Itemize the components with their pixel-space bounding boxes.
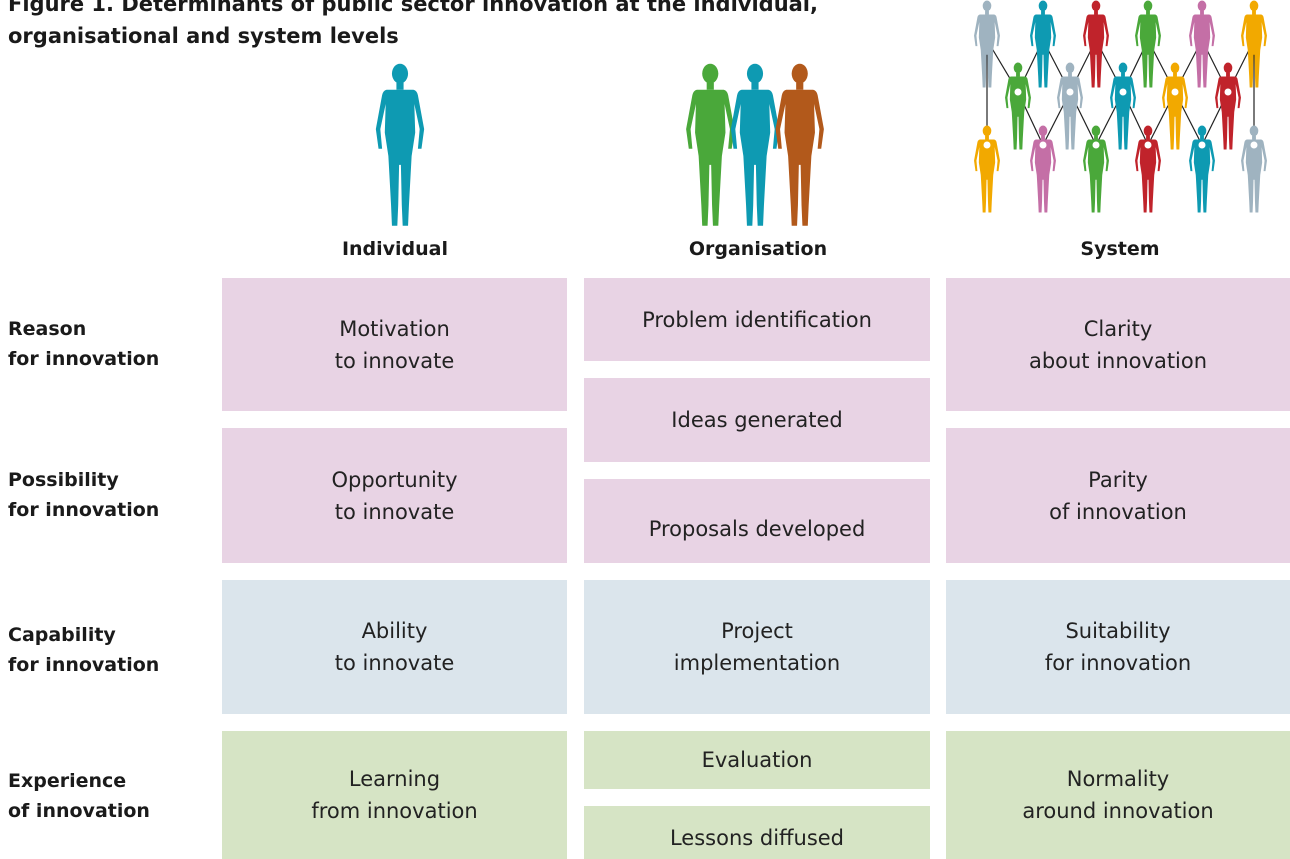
person-icon	[1189, 0, 1215, 88]
box-suitability-line1: Suitability	[1065, 619, 1171, 643]
box-normality-line2: around innovation	[1022, 799, 1214, 823]
row-label-experience-line1: Experience	[8, 770, 127, 792]
box-ideas-generated-label: Ideas generated	[671, 408, 843, 432]
person-icon	[1030, 125, 1056, 213]
figure-title-line2: organisational and system levels	[8, 24, 399, 48]
box-clarity-line1: Clarity	[1083, 316, 1153, 341]
person-icon	[375, 63, 425, 226]
figure-title: Figure 1. Determinants of public sector …	[8, 0, 818, 52]
box-learning: Learning from innovation	[222, 731, 567, 859]
box-problem-identification: Problem identification	[584, 278, 930, 361]
person-icon	[1241, 125, 1267, 213]
box-learning-line2: from innovation	[311, 799, 478, 823]
box-project-implementation-line2: implementation	[673, 651, 841, 675]
box-learning-line1: Learning	[348, 767, 441, 791]
organisation-figure	[686, 63, 824, 226]
row-label-capability-line2: for innovation	[8, 654, 160, 676]
box-suitability: Suitability for innovation	[946, 580, 1290, 714]
box-suitability-line2: for innovation	[1044, 651, 1192, 675]
row-label-reason-line1: Reason	[8, 318, 87, 340]
person-icon	[1135, 0, 1161, 88]
person-icon	[730, 63, 780, 226]
box-proposals-developed-label: Proposals developed	[648, 517, 866, 541]
box-problem-identification-label: Problem identification	[642, 308, 872, 332]
row-label-capability: Capability for innovation	[8, 620, 159, 680]
column-header-organisation: Organisation	[688, 238, 828, 260]
person-icon	[1083, 125, 1109, 213]
box-proposals-developed: Proposals developed	[584, 479, 930, 563]
row-label-capability-line1: Capability	[8, 624, 116, 646]
person-icon	[1083, 0, 1109, 88]
box-parity: Parity of innovation	[946, 428, 1290, 563]
box-normality-line1: Normality	[1066, 767, 1170, 791]
box-lessons-diffused: Lessons diffused	[584, 806, 930, 859]
box-ability: Ability to innovate	[222, 580, 567, 714]
row-label-possibility: Possibility for innovation	[8, 465, 159, 525]
person-icon	[1135, 125, 1161, 213]
network-nodes	[983, 88, 1258, 149]
box-opportunity-line1: Opportunity	[331, 467, 458, 492]
row-label-possibility-line2: for innovation	[8, 499, 160, 521]
row-label-reason: Reason for innovation	[8, 314, 159, 374]
person-icon	[686, 63, 735, 226]
column-header-individual: Individual	[341, 238, 449, 260]
box-project-implementation: Project implementation	[584, 580, 930, 714]
individual-figure	[375, 63, 425, 226]
person-icon	[1189, 125, 1215, 213]
box-motivation-line2: to innovate	[334, 348, 455, 373]
box-parity-line2: of innovation	[1049, 499, 1187, 524]
row-label-experience-line2: of innovation	[8, 800, 150, 822]
person-icon	[1030, 0, 1056, 88]
column-header-system: System	[1080, 238, 1160, 260]
box-motivation: Motivation to innovate	[222, 278, 567, 411]
person-icon	[1215, 62, 1241, 150]
box-clarity: Clarity about innovation	[946, 278, 1290, 411]
box-motivation-line1: Motivation	[339, 316, 450, 341]
box-normality: Normality around innovation	[946, 731, 1290, 859]
box-clarity-line2: about innovation	[1028, 348, 1208, 373]
box-parity-line1: Parity	[1088, 467, 1148, 492]
box-opportunity: Opportunity to innovate	[222, 428, 567, 563]
box-evaluation-label: Evaluation	[701, 748, 813, 772]
person-icon	[974, 125, 1000, 213]
person-icon	[775, 63, 824, 226]
system-network-figure	[974, 0, 1267, 213]
box-ability-line1: Ability	[361, 619, 428, 643]
box-project-implementation-line1: Project	[721, 619, 793, 643]
figure-title-line1: Figure 1. Determinants of public sector …	[8, 0, 818, 16]
box-lessons-diffused-label: Lessons diffused	[669, 825, 845, 850]
box-evaluation: Evaluation	[584, 731, 930, 789]
box-ideas-generated: Ideas generated	[584, 378, 930, 462]
row-label-experience: Experience of innovation	[8, 766, 150, 826]
person-icon	[1005, 62, 1031, 150]
box-ability-line2: to innovate	[334, 651, 455, 675]
box-opportunity-line2: to innovate	[334, 499, 455, 524]
row-label-reason-line2: for innovation	[8, 348, 160, 370]
row-label-possibility-line1: Possibility	[8, 469, 119, 491]
